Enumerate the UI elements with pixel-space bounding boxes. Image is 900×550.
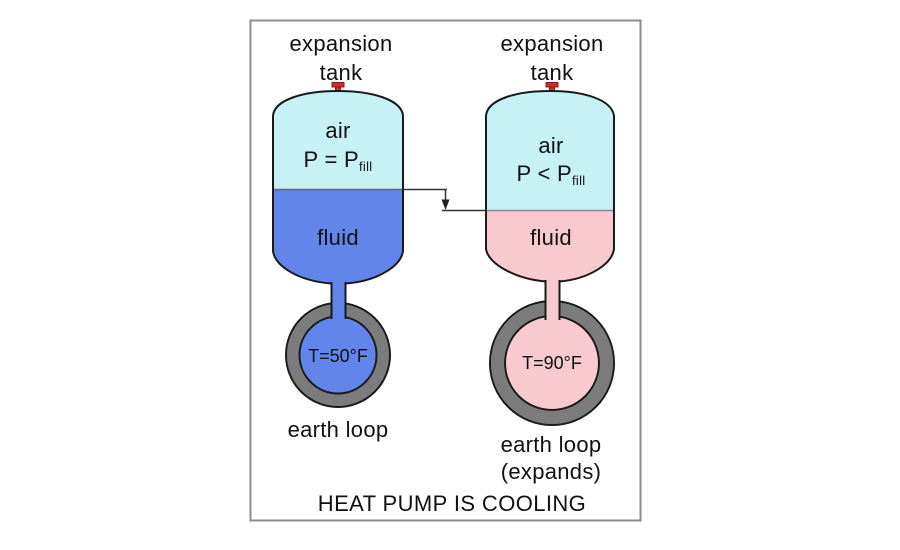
right-loop-fluid-disc	[491, 302, 613, 424]
left-pressure-label: P = Pfill	[303, 147, 372, 174]
left-loop-pipe	[332, 283, 345, 319]
fluid-level-arrow	[403, 188, 486, 212]
left-fluid-label: fluid	[317, 225, 359, 250]
left-loop-temp-label: T=50°F	[308, 346, 368, 366]
right-tank-outline	[485, 89, 615, 313]
left-earth-loop: T=50°F	[285, 282, 391, 408]
right-loop-temp-label: T=90°F	[522, 353, 582, 373]
left-tank-outline	[272, 89, 404, 313]
arrow-head-icon	[441, 199, 450, 210]
left-tank-title-line2: tank	[320, 60, 363, 85]
left-loop-fluid-disc	[287, 304, 389, 406]
right-loop-caption-line1: earth loop	[501, 432, 602, 457]
right-pressure-label: P < Pfill	[516, 161, 585, 188]
left-air-label: air	[325, 118, 350, 143]
right-air-region	[486, 91, 614, 211]
right-pressure-sub: fill	[572, 173, 585, 188]
right-loop-caption-line2: (expands)	[501, 459, 602, 484]
right-pressure-main: P < P	[516, 161, 572, 186]
left-loop-caption: earth loop	[288, 417, 389, 442]
left-tank-title-line1: expansion	[290, 31, 393, 56]
right-earth-loop: T=90°F	[489, 280, 615, 426]
left-valve-cap	[331, 82, 345, 88]
left-pressure-sub: fill	[359, 159, 372, 174]
status-caption: HEAT PUMP IS COOLING	[318, 491, 586, 516]
right-valve-cap	[545, 82, 559, 88]
left-air-region	[273, 91, 403, 190]
left-pressure-main: P = P	[303, 147, 359, 172]
right-tank-title-line2: tank	[531, 60, 574, 85]
right-loop-pipe	[546, 281, 559, 320]
right-tank-group: expansion tank air P < Pfill fluid	[485, 31, 615, 484]
right-tank-title-line1: expansion	[501, 31, 604, 56]
right-air-label: air	[538, 133, 563, 158]
right-fluid-label: fluid	[530, 225, 572, 250]
